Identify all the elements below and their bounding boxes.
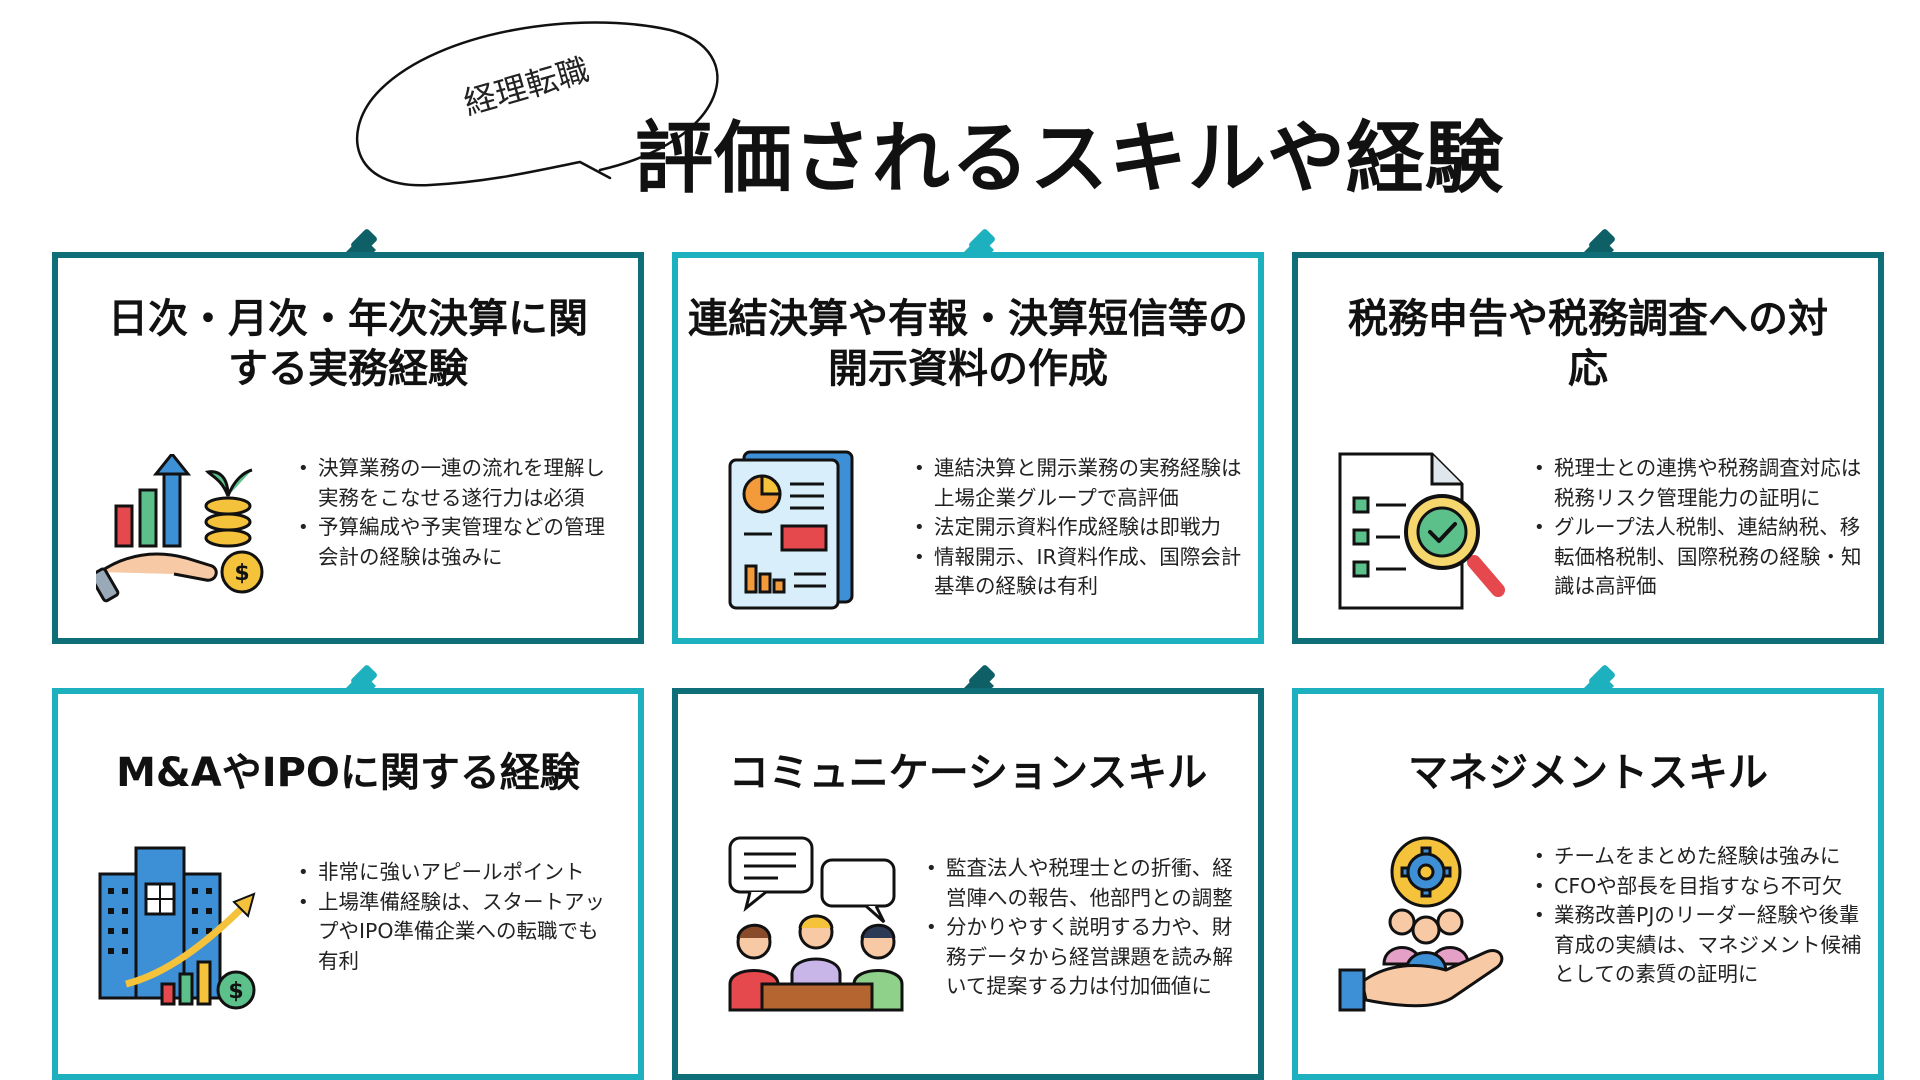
document-magnifier-icon xyxy=(1338,452,1505,610)
card-title: マネジメントスキル xyxy=(1408,750,1768,796)
card-ma-ipo: M&AやIPOに関する経験 $ 非常に強いアピールポイント 上場準備経験は、スタ… xyxy=(52,688,644,1080)
card-title: 連結決算や有報・決算短信等の開示資料の作成 xyxy=(688,296,1248,392)
card-title: 日次・月次・年次決算に関する実務経験 xyxy=(108,296,588,392)
bullet-item: チームをまとめた経験は強みに xyxy=(1532,842,1862,872)
header: 経理転職 評価されるスキルや経験 xyxy=(0,0,1920,210)
bullet-item: 情報開示、IR資料作成、国際会計基準の経験は有利 xyxy=(912,543,1242,602)
card-tax-filing: 税務申告や税務調査への対応 税理士との連携や税務調査対応は税務リスク管理能力の証… xyxy=(1292,252,1884,644)
report-document-icon xyxy=(728,450,854,610)
card-management: マネジメントスキル チームをまとめた経験は強みに CFOや部長を目指すなら不可欠… xyxy=(1292,688,1884,1080)
bullet-list: 非常に強いアピールポイント 上場準備経験は、スタートアップやIPO準備企業への転… xyxy=(296,858,612,976)
bullet-list: 連結決算と開示業務の実務経験は上場企業グループで高評価 法定開示資料作成経験は即… xyxy=(912,454,1242,602)
bullet-list: チームをまとめた経験は強みに CFOや部長を目指すなら不可欠 業務改善PJのリー… xyxy=(1532,842,1862,990)
bullet-item: 法定開示資料作成経験は即戦力 xyxy=(912,513,1242,543)
bullet-item: 監査法人や税理士との折衝、経営陣への報告、他部門との調整 xyxy=(924,854,1242,913)
team-hand-gear-icon xyxy=(1338,836,1504,1012)
hand-coins-growth-icon: $ xyxy=(96,454,264,603)
card-title: コミュニケーションスキル xyxy=(728,750,1208,796)
bullet-item: 分かりやすく説明する力や、財務データから経営課題を読み解いて提案する力は付加価値… xyxy=(924,913,1242,1002)
bullet-item: 予算編成や予実管理などの管理会計の経験は強みに xyxy=(296,513,612,572)
bullet-item: 税理士との連携や税務調査対応は税務リスク管理能力の証明に xyxy=(1532,454,1862,513)
bullet-list: 監査法人や税理士との折衝、経営陣への報告、他部門との調整 分かりやすく説明する力… xyxy=(924,854,1242,1002)
page-title: 評価されるスキルや経験 xyxy=(635,114,1505,204)
bullet-list: 税理士との連携や税務調査対応は税務リスク管理能力の証明に グループ法人税制、連結… xyxy=(1532,454,1862,602)
bullet-item: 連結決算と開示業務の実務経験は上場企業グループで高評価 xyxy=(912,454,1242,513)
building-growth-icon: $ xyxy=(98,846,256,1010)
card-title: M&AやIPOに関する経験 xyxy=(116,750,580,796)
card-closing-experience: 日次・月次・年次決算に関する実務経験 $ 決算業務の一連の流れを理解し実務をこな… xyxy=(52,252,644,644)
svg-text:$: $ xyxy=(228,979,243,1004)
bullet-list: 決算業務の一連の流れを理解し実務をこなせる遂行力は必須 予算編成や予実管理などの… xyxy=(296,454,612,572)
bullet-item: 決算業務の一連の流れを理解し実務をこなせる遂行力は必須 xyxy=(296,454,612,513)
bullet-item: CFOや部長を目指すなら不可欠 xyxy=(1532,872,1862,902)
bullet-item: 非常に強いアピールポイント xyxy=(296,858,612,888)
bullet-item: 業務改善PJのリーダー経験や後輩育成の実績は、マネジメント候補としての素質の証明… xyxy=(1532,901,1862,990)
speech-bubble-outline xyxy=(356,21,719,187)
bullet-item: 上場準備経験は、スタートアップやIPO準備企業への転職でも有利 xyxy=(296,888,612,977)
meeting-people-icon xyxy=(728,836,904,1012)
svg-text:$: $ xyxy=(234,561,249,586)
card-disclosure-documents: 連結決算や有報・決算短信等の開示資料の作成 連結決算と開示業務の実務経験は上場企… xyxy=(672,252,1264,644)
card-communication: コミュニケーションスキル 監査法人や税理士との折衝、経営陣への報告、他部門との調… xyxy=(672,688,1264,1080)
bullet-item: グループ法人税制、連結納税、移転価格税制、国際税務の経験・知識は高評価 xyxy=(1532,513,1862,602)
card-title: 税務申告や税務調査への対応 xyxy=(1348,296,1828,392)
